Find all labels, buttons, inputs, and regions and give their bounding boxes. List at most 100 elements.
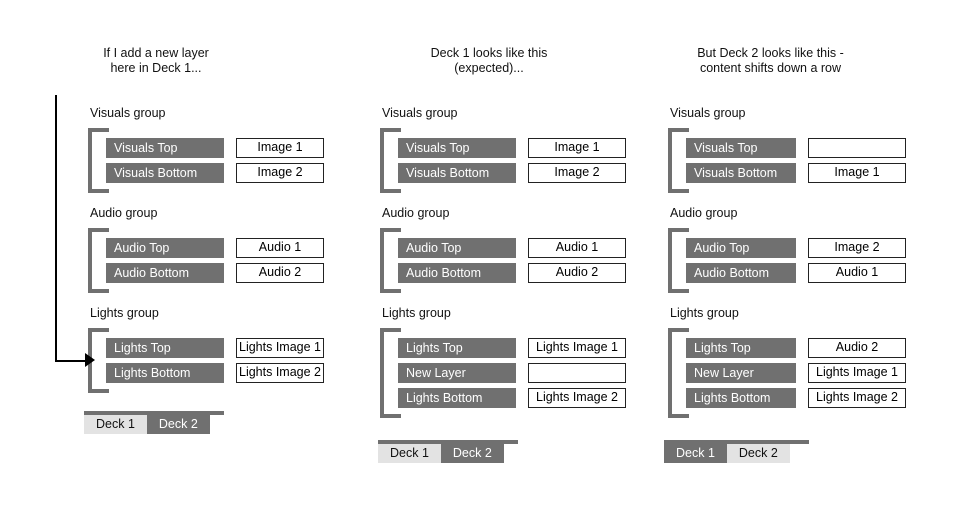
deck-tab-2[interactable]: Deck 2 bbox=[146, 415, 210, 434]
layer-name-bar[interactable]: Visuals Top bbox=[398, 138, 516, 158]
layer-name-bar[interactable]: Audio Top bbox=[398, 238, 516, 258]
layer-content-box[interactable]: Audio 2 bbox=[528, 263, 626, 283]
layer-name-bar[interactable]: Visuals Top bbox=[106, 138, 224, 158]
layer-content-box[interactable]: Image 2 bbox=[808, 238, 906, 258]
group-title: Visuals group bbox=[382, 106, 458, 120]
column-caption: If I add a new layer here in Deck 1... bbox=[103, 46, 209, 75]
layer-row[interactable]: New Layer Lights Image 1 bbox=[686, 363, 906, 383]
group-title: Lights group bbox=[670, 306, 739, 320]
layer-row[interactable]: Lights Top Audio 2 bbox=[686, 338, 906, 358]
column-caption: But Deck 2 looks like this - content shi… bbox=[697, 46, 844, 75]
group-bracket-icon bbox=[668, 128, 689, 193]
layer-name-bar[interactable]: Audio Bottom bbox=[686, 263, 796, 283]
layer-content-box[interactable]: Audio 2 bbox=[236, 263, 324, 283]
deck-tab-1[interactable]: Deck 1 bbox=[378, 444, 441, 463]
layer-name-bar[interactable]: Lights Bottom bbox=[686, 388, 796, 408]
group-bracket-icon bbox=[380, 128, 401, 193]
layer-name-bar[interactable]: Lights Bottom bbox=[398, 388, 516, 408]
layer-name-bar[interactable]: Lights Top bbox=[398, 338, 516, 358]
layer-row[interactable]: New Layer bbox=[398, 363, 626, 383]
layer-name-bar[interactable]: Audio Top bbox=[106, 238, 224, 258]
group-title: Audio group bbox=[670, 206, 738, 220]
group-body: Audio Top Image 2 Audio Bottom Audio 1 bbox=[668, 228, 906, 293]
deck-tab-2[interactable]: Deck 2 bbox=[440, 444, 504, 463]
layer-row[interactable]: Audio Top Audio 1 bbox=[106, 238, 324, 258]
layer-name-bar[interactable]: Visuals Bottom bbox=[686, 163, 796, 183]
layer-content-box[interactable]: Audio 1 bbox=[528, 238, 626, 258]
layer-content-box[interactable]: Image 2 bbox=[528, 163, 626, 183]
layer-row[interactable]: Lights Bottom Lights Image 2 bbox=[398, 388, 626, 408]
layer-row[interactable]: Lights Bottom Lights Image 2 bbox=[106, 363, 324, 383]
layer-name-bar[interactable]: Visuals Bottom bbox=[106, 163, 224, 183]
layer-name-bar[interactable]: Lights Bottom bbox=[106, 363, 224, 383]
group-bracket-icon bbox=[88, 228, 109, 293]
layer-name-bar[interactable]: Visuals Bottom bbox=[398, 163, 516, 183]
bracket-spine bbox=[88, 128, 92, 193]
layer-row[interactable]: Audio Bottom Audio 1 bbox=[686, 263, 906, 283]
layer-row-list: Lights Top Audio 2 New Layer Lights Image 1… bbox=[686, 328, 906, 418]
layer-name-bar[interactable]: Audio Bottom bbox=[398, 263, 516, 283]
deck-tab-1[interactable]: Deck 1 bbox=[84, 415, 147, 434]
layer-content-box[interactable]: Lights Image 1 bbox=[236, 338, 324, 358]
layer-name-bar[interactable]: Lights Top bbox=[106, 338, 224, 358]
layer-content-box[interactable]: Lights Image 1 bbox=[808, 363, 906, 383]
layer-row[interactable]: Audio Top Image 2 bbox=[686, 238, 906, 258]
group-title: Audio group bbox=[90, 206, 158, 220]
layer-row[interactable]: Visuals Bottom Image 1 bbox=[686, 163, 906, 183]
layer-row[interactable]: Audio Bottom Audio 2 bbox=[398, 263, 626, 283]
layer-row[interactable]: Visuals Top Image 1 bbox=[398, 138, 626, 158]
layer-content-box[interactable]: Audio 1 bbox=[808, 263, 906, 283]
group-bracket-icon bbox=[380, 228, 401, 293]
layer-content-box[interactable]: Image 2 bbox=[236, 163, 324, 183]
layer-row[interactable]: Visuals Top Image 1 bbox=[106, 138, 324, 158]
layer-name-bar[interactable]: Audio Top bbox=[686, 238, 796, 258]
layer-row[interactable]: Visuals Bottom Image 2 bbox=[106, 163, 324, 183]
layer-content-box[interactable]: Lights Image 2 bbox=[808, 388, 906, 408]
layer-row[interactable]: Lights Top Lights Image 1 bbox=[106, 338, 324, 358]
layer-row[interactable]: Visuals Top bbox=[686, 138, 906, 158]
layer-content-box[interactable]: Lights Image 2 bbox=[528, 388, 626, 408]
layer-name-bar[interactable]: Visuals Top bbox=[686, 138, 796, 158]
layer-name-bar[interactable]: New Layer bbox=[686, 363, 796, 383]
layer-content-box[interactable] bbox=[528, 363, 626, 383]
bracket-spine bbox=[380, 228, 384, 293]
group-title: Visuals group bbox=[670, 106, 746, 120]
layer-content-box[interactable]: Image 1 bbox=[528, 138, 626, 158]
group-title: Lights group bbox=[382, 306, 451, 320]
group-title: Visuals group bbox=[90, 106, 166, 120]
layer-name-bar[interactable]: New Layer bbox=[398, 363, 516, 383]
layer-content-box[interactable]: Lights Image 1 bbox=[528, 338, 626, 358]
group-bracket-icon bbox=[668, 328, 689, 418]
group-bracket-icon bbox=[668, 228, 689, 293]
layer-content-box[interactable]: Image 1 bbox=[808, 163, 906, 183]
layer-content-box[interactable]: Audio 2 bbox=[808, 338, 906, 358]
group-body: Audio Top Audio 1 Audio Bottom Audio 2 bbox=[88, 228, 324, 293]
deck-bar-topline bbox=[378, 440, 518, 444]
layer-name-bar[interactable]: Lights Top bbox=[686, 338, 796, 358]
layer-content-box[interactable]: Lights Image 2 bbox=[236, 363, 324, 383]
group-body: Audio Top Audio 1 Audio Bottom Audio 2 bbox=[380, 228, 626, 293]
deck-tab-1[interactable]: Deck 1 bbox=[664, 444, 727, 463]
layer-row[interactable]: Audio Top Audio 1 bbox=[398, 238, 626, 258]
layer-row[interactable]: Lights Top Lights Image 1 bbox=[398, 338, 626, 358]
column-caption: Deck 1 looks like this (expected)... bbox=[430, 46, 548, 75]
layer-name-bar[interactable]: Audio Bottom bbox=[106, 263, 224, 283]
layer-content-box[interactable]: Image 1 bbox=[236, 138, 324, 158]
layer-row[interactable]: Visuals Bottom Image 2 bbox=[398, 163, 626, 183]
deck-tab-2[interactable]: Deck 2 bbox=[726, 444, 790, 463]
layer-content-box[interactable]: Audio 1 bbox=[236, 238, 324, 258]
layer-content-box[interactable] bbox=[808, 138, 906, 158]
layer-row[interactable]: Audio Bottom Audio 2 bbox=[106, 263, 324, 283]
layer-row[interactable]: Lights Bottom Lights Image 2 bbox=[686, 388, 906, 408]
deck-bar-topline bbox=[84, 411, 224, 415]
bracket-spine bbox=[88, 228, 92, 293]
